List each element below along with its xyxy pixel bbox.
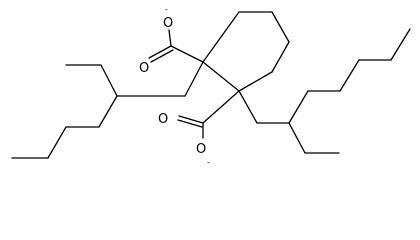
upper-oxide-oxygen: O bbox=[163, 16, 173, 31]
right-chain-bond-3 bbox=[288, 90, 309, 124]
right-ethylhexyl-chain bbox=[238, 28, 411, 154]
lower-carboxylate: O O - bbox=[158, 90, 240, 167]
lower-carbonyl-oxygen: O bbox=[158, 112, 168, 127]
right-chain-bond-5 bbox=[339, 59, 360, 92]
upper-carbonyl-double-bond-a bbox=[148, 45, 172, 59]
right-chain-bond-7 bbox=[390, 28, 411, 61]
left-ethyl-bond-1 bbox=[100, 64, 118, 97]
upper-negative-charge: - bbox=[165, 5, 168, 14]
lower-carboxyl-c-bond bbox=[202, 90, 240, 124]
lower-carbonyl-double-bond-a bbox=[178, 115, 204, 124]
ring-bond-3 bbox=[271, 11, 290, 43]
left-chain-bond-5 bbox=[47, 126, 67, 159]
left-chain-bond-1 bbox=[184, 61, 204, 97]
ring-bond-5 bbox=[238, 71, 273, 92]
left-ethylhexyl-chain bbox=[11, 61, 204, 159]
ring-bond-4 bbox=[271, 41, 290, 73]
right-ethyl-bond-1 bbox=[288, 122, 306, 154]
upper-carboxylate: O O - bbox=[139, 5, 204, 76]
upper-co-single-bond bbox=[168, 29, 172, 47]
lower-negative-charge: - bbox=[207, 158, 210, 167]
molecule-structure: O O - O O - bbox=[11, 5, 411, 167]
ring-bond-6 bbox=[202, 61, 240, 92]
lower-oxide-oxygen: O bbox=[196, 142, 206, 157]
upper-carbonyl-double-bond-b bbox=[150, 49, 174, 63]
left-chain-bond-3 bbox=[98, 95, 118, 128]
cyclohexane-ring bbox=[202, 11, 290, 92]
upper-carboxyl-c-bond bbox=[170, 45, 204, 63]
right-chain-bond-1 bbox=[238, 90, 258, 124]
upper-carbonyl-oxygen: O bbox=[139, 61, 149, 76]
ring-bond-1 bbox=[202, 11, 240, 63]
lower-carbonyl-double-bond-b bbox=[177, 119, 203, 128]
